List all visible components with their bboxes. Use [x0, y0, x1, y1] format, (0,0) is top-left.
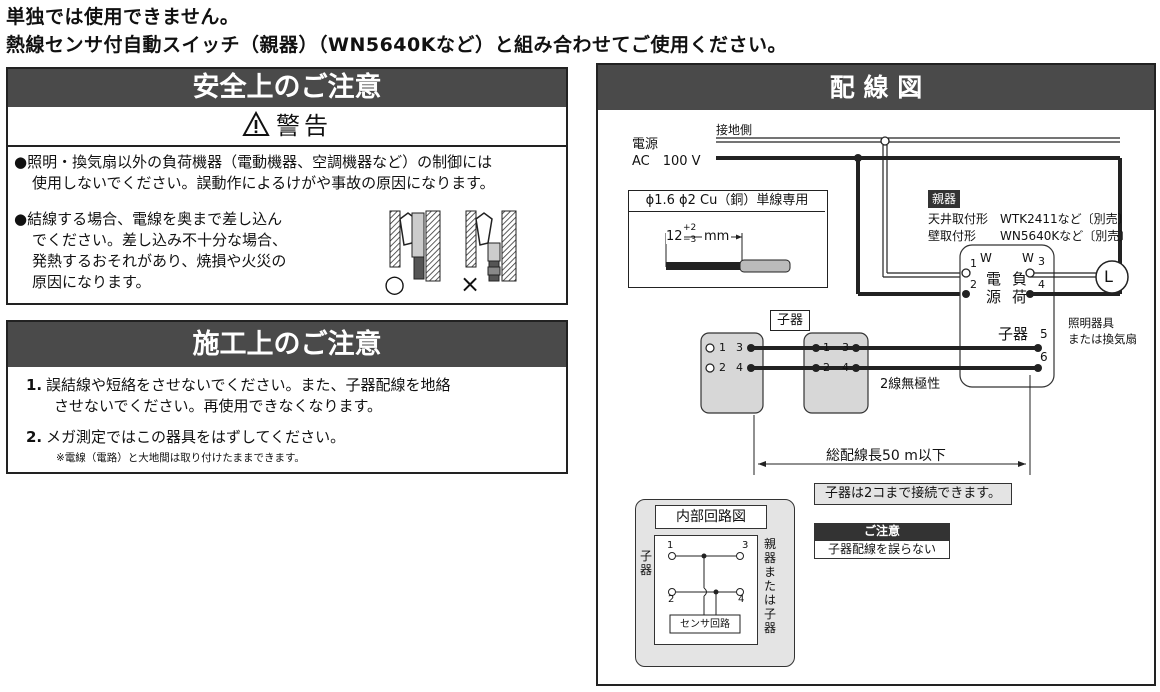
- parent-badge: 親器: [928, 190, 961, 208]
- strip-length-minus: −3: [683, 235, 697, 245]
- wiring-title: 配 線 図: [598, 65, 1154, 110]
- label-power-a: 電: [986, 270, 1002, 288]
- label-child-terminal: 子器: [998, 325, 1029, 343]
- power-label-2: AC 100 V: [632, 154, 701, 169]
- child1-term-2: 2: [719, 361, 726, 374]
- total-length-label: 総配線長50 m以下: [826, 448, 946, 464]
- parent-term-2: 2: [970, 278, 977, 291]
- safety-item2-line3: 発熱するおそれがあり、焼損や火災の: [32, 252, 287, 270]
- label-load-a: 負: [1012, 270, 1028, 288]
- wire-spec-title: ϕ1.6 ϕ2 Cu（銅）単線専用: [629, 191, 825, 212]
- internal-term-4: 4: [738, 594, 745, 605]
- strip-length-base: 12: [666, 229, 684, 244]
- parent-term-w-left: W: [980, 251, 992, 265]
- parent-term-5: 5: [1040, 327, 1048, 341]
- parent-wall-type: 壁取付形: [928, 229, 977, 243]
- construction-note: ※電線（電路）と大地間は取り付けたままできます。: [56, 452, 305, 464]
- label-load-b: 荷: [1012, 288, 1028, 306]
- construction-box: 施工上のご注意 1. 誤結線や短絡をさせないでください。また、子器配線を地絡 さ…: [6, 320, 568, 474]
- ng-mark: ×: [460, 270, 481, 298]
- warning-label: 警告: [276, 112, 332, 140]
- label-power-b: 源: [986, 288, 1002, 306]
- wire-insertion-illustration: [389, 210, 517, 282]
- parent-term-4: 4: [1038, 278, 1045, 291]
- parent-term-6: 6: [1040, 350, 1048, 364]
- warning-row: 警告: [8, 107, 566, 147]
- child1-term-4: 4: [736, 361, 743, 374]
- construction-item1-num: 1.: [26, 376, 43, 394]
- load-symbol: L: [1104, 267, 1113, 286]
- internal-circuit-drawing: [668, 552, 744, 634]
- safety-item1-line2: 使用しないでください。誤動作によるけがや事故の原因になります。: [32, 174, 495, 192]
- child-limit-box: 子器は2コまで接続できます。: [814, 483, 1012, 505]
- parent-term-3: 3: [1038, 255, 1045, 268]
- load-note-2: または換気扇: [1068, 332, 1137, 346]
- child2-term-1: 1: [823, 341, 830, 354]
- safety-item2-line1: ●結線する場合、電線を奥まで差し込ん: [14, 210, 283, 228]
- construction-item2-line1: メガ測定ではこの器具をはずしてください。: [46, 428, 346, 446]
- parent-term-1: 1: [970, 257, 977, 270]
- parent-term-w-right: W: [1022, 251, 1034, 265]
- internal-parent-label: 親器または子器: [764, 537, 777, 635]
- two-wire-label: 2線無極性: [880, 377, 941, 392]
- child2-term-4: 4: [842, 361, 849, 374]
- safety-box: 安全上のご注意 警告 ●照明・換気扇以外の負荷機器（電動機器、空調機器など）の制…: [6, 67, 568, 305]
- strip-length-plus: +2: [683, 223, 697, 233]
- ground-side-label: 接地側: [716, 123, 753, 137]
- safety-item2-line2: でください。差し込み不十分な場合、: [32, 231, 288, 249]
- internal-term-2: 2: [668, 594, 675, 605]
- strip-length-unit: mm: [702, 229, 732, 244]
- load-note-1: 照明器具: [1068, 316, 1114, 330]
- child2-term-3: 3: [842, 341, 849, 354]
- construction-title: 施工上のご注意: [8, 322, 566, 367]
- header-line-2: 熱線センサ付自動スイッチ（親器）（WN5640Kなど）と組み合わせてご使用くださ…: [6, 34, 787, 56]
- construction-item1-line2: させないでください。再使用できなくなります。: [54, 397, 383, 415]
- parent-wall-model: WN5640Kなど〔別売〕: [1000, 229, 1132, 243]
- child-tag: 子器: [770, 310, 811, 331]
- parent-ceiling-type: 天井取付形: [928, 212, 989, 226]
- power-label-1: 電源: [632, 137, 659, 152]
- construction-item1-line1: 誤結線や短絡をさせないでください。また、子器配線を地絡: [46, 376, 451, 394]
- internal-child-label: 子器: [640, 549, 653, 577]
- caution-text: 子器配線を誤らない: [814, 540, 950, 559]
- header-line-1: 単独では使用できません。: [6, 6, 240, 28]
- construction-item2-num: 2.: [26, 428, 43, 446]
- child1-term-3: 3: [736, 341, 743, 354]
- safety-item1-line1: ●照明・換気扇以外の負荷機器（電動機器、空調機器など）の制御には: [14, 153, 493, 171]
- parent-ceiling-model: WTK2411など〔別売〕: [1000, 212, 1130, 226]
- internal-term-3: 3: [742, 540, 749, 551]
- sensor-circuit-label: センサ回路: [680, 619, 730, 630]
- caution-title: ご注意: [814, 523, 950, 540]
- warning-triangle-icon: [242, 110, 270, 141]
- wiring-diagram-box: 配 線 図: [596, 63, 1156, 686]
- safety-item2-line4: 原因になります。: [32, 273, 151, 291]
- ok-mark: ○: [384, 270, 405, 298]
- safety-title: 安全上のご注意: [8, 69, 566, 107]
- child2-term-2: 2: [823, 361, 830, 374]
- child1-term-1: 1: [719, 341, 726, 354]
- internal-term-1: 1: [667, 540, 674, 551]
- internal-title: 内部回路図: [655, 505, 767, 529]
